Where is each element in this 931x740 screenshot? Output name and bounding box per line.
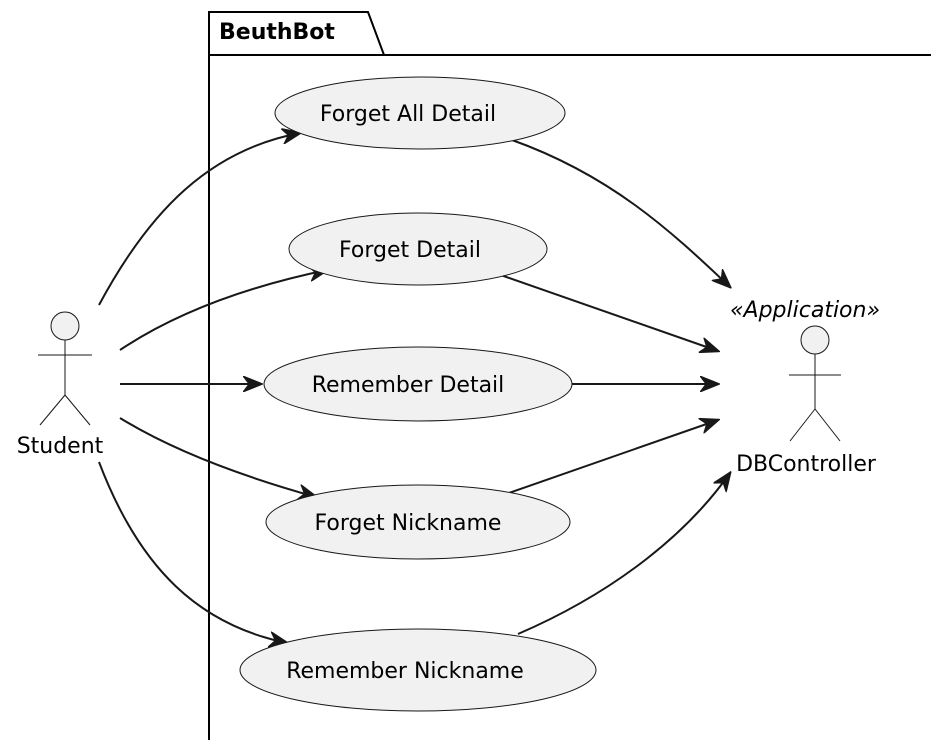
usecase-remember-detail: Remember Detail	[263, 346, 573, 422]
usecase-label: Forget Detail	[339, 238, 481, 263]
edges-dbcontroller	[494, 139, 730, 635]
package-tab	[208, 11, 385, 56]
edge-remember-nickname-dbcontroller	[517, 473, 730, 635]
usecase-forget-nickname: Forget Nickname	[265, 484, 571, 560]
package-border	[208, 54, 931, 740]
edge-forget-all-detail-dbcontroller	[511, 139, 730, 287]
actor-name: Student	[17, 434, 104, 459]
package-beuthbot: BeuthBot	[208, 11, 931, 740]
actor-stereotype: «Application»	[730, 298, 880, 323]
usecase-remember-nickname: Remember Nickname	[239, 628, 597, 712]
usecase-label: Remember Nickname	[286, 659, 524, 684]
edge-student-remember-nickname	[98, 461, 287, 643]
usecase-label: Forget All Detail	[320, 102, 496, 127]
edge-student-forget-detail	[119, 270, 327, 351]
edge-forget-detail-dbcontroller	[494, 272, 718, 351]
edge-student-forget-all-detail	[98, 133, 300, 306]
edges-student	[98, 133, 327, 643]
actor-student: Student	[17, 311, 104, 459]
actor-name: DBController	[736, 452, 877, 477]
usecase-label: Forget Nickname	[315, 511, 502, 536]
usecase-label: Remember Detail	[312, 373, 505, 398]
actor-dbcontroller: «Application» DBController	[730, 298, 880, 477]
stick-figure-icon	[38, 311, 92, 426]
usecase-forget-detail: Forget Detail	[288, 212, 548, 286]
stick-figure-icon	[789, 325, 841, 442]
usecase-forget-all-detail: Forget All Detail	[274, 76, 566, 150]
edge-forget-nickname-dbcontroller	[505, 420, 718, 495]
package-title: BeuthBot	[219, 20, 335, 45]
edge-student-forget-nickname	[119, 417, 316, 497]
